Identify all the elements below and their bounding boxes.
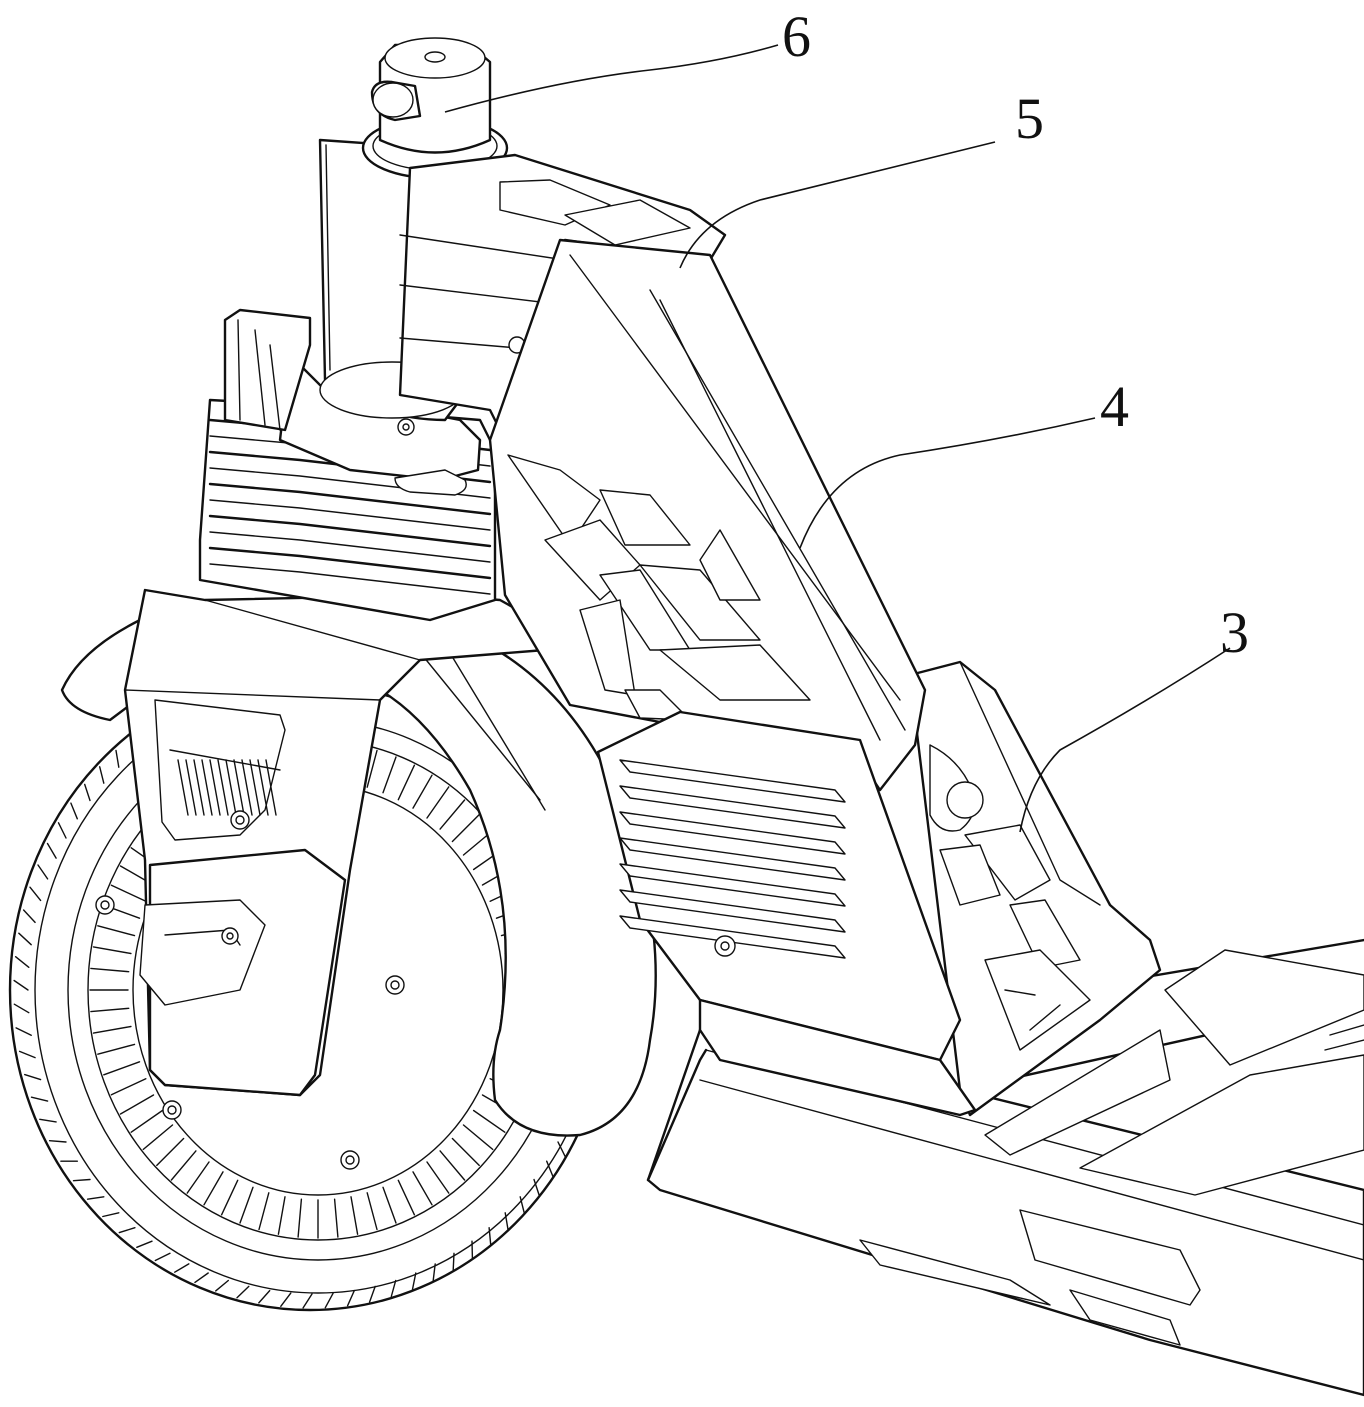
stem-lower-block: [598, 712, 975, 1115]
callout-4: 4: [1100, 374, 1129, 439]
leader-5: [680, 142, 995, 268]
callout-5: 5: [1015, 86, 1044, 151]
leader-6: [445, 45, 778, 112]
callout-6: 6: [782, 4, 811, 69]
callout-3: 3: [1220, 600, 1249, 665]
